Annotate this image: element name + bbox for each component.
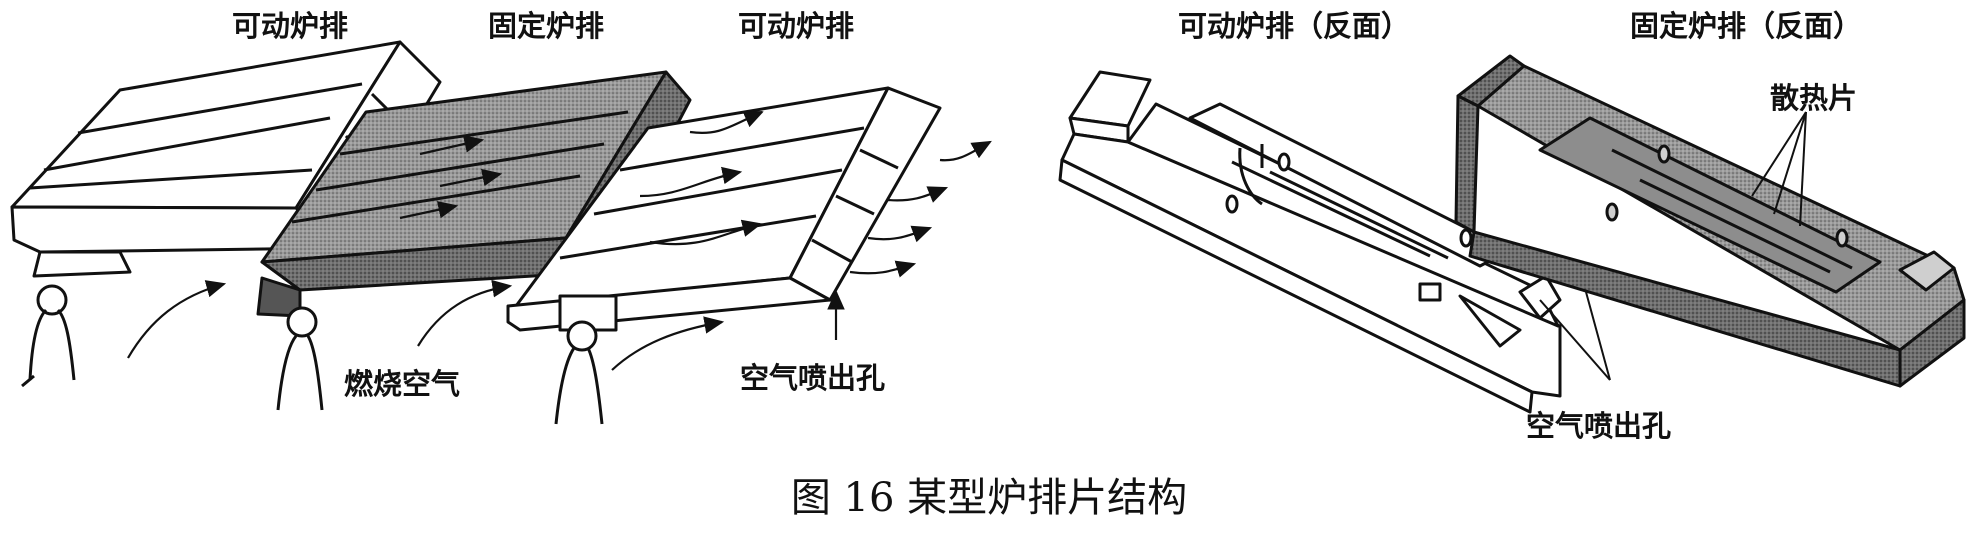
label-fixed-grate: 固定炉排 bbox=[488, 9, 605, 43]
label-movable-grate-reverse: 可动炉排（反面） bbox=[1178, 9, 1411, 43]
airflow-arrows bbox=[127, 110, 992, 371]
figure-caption: 图 16 某型炉排片结构 bbox=[790, 475, 1188, 521]
label-combustion-air: 燃烧空气 bbox=[344, 367, 461, 401]
label-movable-grate: 可动炉排 bbox=[232, 9, 349, 43]
label-movable-grate-2: 可动炉排 bbox=[738, 9, 855, 43]
label-air-outlet-left: 空气喷出孔 bbox=[740, 361, 886, 395]
label-fixed-grate-reverse: 固定炉排（反面） bbox=[1630, 9, 1863, 43]
leader-lines bbox=[1539, 111, 1807, 381]
movable-grate-bar-2 bbox=[506, 86, 942, 425]
fixed-grate-reverse bbox=[1454, 54, 1966, 388]
label-heat-fins: 散热片 bbox=[1770, 81, 1858, 115]
movable-grate-reverse bbox=[1058, 70, 1562, 414]
label-air-outlet-right: 空气喷出孔 bbox=[1526, 409, 1672, 443]
